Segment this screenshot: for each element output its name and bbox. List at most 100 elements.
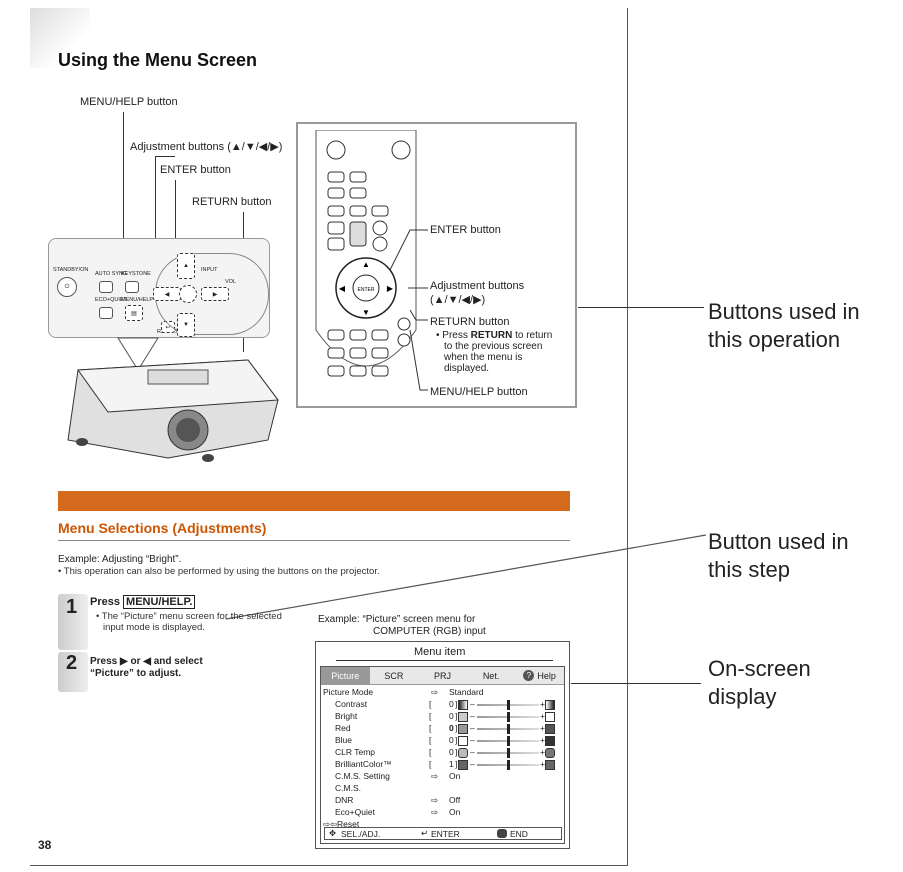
menu-help-panel-button[interactable]: ▤ xyxy=(125,305,143,321)
remote-return-label: RETURN button xyxy=(430,316,510,328)
enter-icon: ↵ xyxy=(421,828,429,838)
tab-prj[interactable]: PRJ xyxy=(433,670,451,681)
eco-quiet-button[interactable] xyxy=(99,307,113,319)
section-heading: Menu Selections (Adjustments) xyxy=(58,520,267,536)
svg-text:▼: ▼ xyxy=(362,308,370,317)
bright-icon xyxy=(545,712,555,722)
divider xyxy=(58,540,570,541)
keystone-label: KEYSTONE xyxy=(121,271,151,277)
remote-enter-label: ENTER button xyxy=(430,224,501,236)
keystone-button[interactable] xyxy=(125,281,139,293)
enter-callout: ENTER button xyxy=(160,164,231,176)
remote-control-illustration: ENTER ▲ ▼ ◀ ▶ xyxy=(315,130,417,377)
slider-knob[interactable] xyxy=(507,736,510,746)
section-bar xyxy=(58,491,570,511)
up-button[interactable]: ▲ xyxy=(177,253,195,279)
step-1-note: • The “Picture” menu screen for the sele… xyxy=(96,611,282,633)
menu-row[interactable]: Contrast[ 0] – + xyxy=(321,699,564,711)
remote-menu-help-label: MENU/HELP button xyxy=(430,386,528,398)
input-label: INPUT xyxy=(201,267,218,273)
connector-line xyxy=(578,307,704,308)
projector-control-panel: ⏻ STANDBY/ON AUTO SYNC KEYSTONE ECO+QUIE… xyxy=(48,238,270,338)
tab-help[interactable]: ?Help xyxy=(515,667,564,684)
remote-adjust-label: Adjustment buttons xyxy=(430,280,525,292)
leader-line xyxy=(123,112,124,308)
step-number: 2 xyxy=(66,652,78,674)
menu-row-picture-mode[interactable]: Picture Mode ⇨ Standard xyxy=(323,687,484,697)
menu-row[interactable]: Blue[ 0] – + xyxy=(321,735,564,747)
remote-enter-text: ENTER xyxy=(358,287,375,293)
remote-return-note: • Press RETURN to return to the previous… xyxy=(436,330,553,374)
arrow-icon: ⇨ xyxy=(431,687,439,697)
return-callout: RETURN button xyxy=(192,196,272,208)
page-frame xyxy=(30,8,628,866)
sel-adj-icon: ✥ xyxy=(329,828,337,838)
auto-sync-label: AUTO SYNC xyxy=(95,271,127,277)
enter-panel-button[interactable] xyxy=(179,285,197,303)
onscreen-menu: Picture SCR PRJ Net. ?Help Picture Mode … xyxy=(320,666,565,844)
page-title: Using the Menu Screen xyxy=(58,50,258,70)
section-note: • This operation can also be performed b… xyxy=(58,566,380,577)
step-2-instruction: Press ▶ or ◀ and select“Picture” to adju… xyxy=(90,656,203,679)
section-example: Example: Adjusting “Bright”. xyxy=(58,554,182,565)
end-icon xyxy=(497,829,507,838)
menu-row-eco[interactable]: Eco+Quiet ⇨ On xyxy=(335,807,461,817)
arrow-icon: ⇨ xyxy=(431,795,439,805)
menu-row-dnr[interactable]: DNR ⇨ Off xyxy=(335,795,461,805)
menu-row-cms[interactable]: C.M.S. xyxy=(335,783,361,793)
vol-label: VOL xyxy=(225,279,237,285)
auto-sync-button[interactable] xyxy=(99,281,113,293)
color-icon xyxy=(458,760,468,770)
svg-text:▶: ▶ xyxy=(387,284,394,293)
leader-line xyxy=(155,156,156,268)
menu-row-reset[interactable]: ⇨⇦ Reset xyxy=(323,819,360,829)
remote-adjust-arrows: (▲/▼/◀/▶) xyxy=(430,294,486,306)
help-icon: ? xyxy=(523,670,535,681)
menu-row[interactable]: BrilliantColor™[ 1] – + xyxy=(321,759,564,771)
step-1-instruction: Press MENU/HELP. xyxy=(90,595,196,609)
menu-help-panel-label: MENU/HELP xyxy=(121,297,154,303)
tab-scr[interactable]: SCR xyxy=(384,670,404,681)
menu-tabs: Picture SCR PRJ Net. ?Help xyxy=(321,667,564,685)
step-badge xyxy=(58,652,88,692)
down-button[interactable]: ▼ xyxy=(177,313,195,337)
red-icon xyxy=(458,724,468,734)
tab-net[interactable]: Net. xyxy=(482,670,500,681)
menu-help-callout: MENU/HELP button xyxy=(80,96,178,108)
menu-row-cms-setting[interactable]: C.M.S. Setting ⇨ On xyxy=(335,771,461,781)
step-badge xyxy=(58,594,88,650)
blue-icon xyxy=(458,736,468,746)
tab-picture[interactable]: Picture xyxy=(321,667,370,684)
page-number: 38 xyxy=(38,838,52,852)
remote-leader-lines xyxy=(389,229,428,391)
slider-knob[interactable] xyxy=(507,712,510,722)
bright-icon xyxy=(458,712,468,722)
connector-line xyxy=(571,683,701,684)
color-icon xyxy=(545,760,555,770)
slider-knob[interactable] xyxy=(507,724,510,734)
menu-row[interactable]: Red[ 0] – + xyxy=(321,723,564,735)
standby-button[interactable]: ⏻ xyxy=(57,277,77,297)
slider-knob[interactable] xyxy=(507,700,510,710)
svg-text:▲: ▲ xyxy=(362,260,370,269)
leader-line xyxy=(155,156,175,157)
slider-knob[interactable] xyxy=(507,760,510,770)
red-icon xyxy=(545,724,555,734)
contrast-icon xyxy=(545,700,555,710)
left-button[interactable]: ◀ xyxy=(153,287,181,301)
temp-icon xyxy=(545,748,555,758)
menu-help-key: MENU/HELP. xyxy=(123,595,196,609)
menu-row[interactable]: CLR Temp[ 0] – + xyxy=(321,747,564,759)
adjustment-callout: Adjustment buttons (▲/▼/◀/▶) xyxy=(130,141,283,153)
slider-knob[interactable] xyxy=(507,748,510,758)
step-number: 1 xyxy=(66,596,78,618)
menu-row[interactable]: Bright[ 0] – + xyxy=(321,711,564,723)
standby-label: STANDBY/ON xyxy=(53,267,89,273)
projector-illustration xyxy=(67,337,279,462)
right-button[interactable]: ▶ xyxy=(201,287,229,301)
arrow-icon: ⇨ xyxy=(431,807,439,817)
